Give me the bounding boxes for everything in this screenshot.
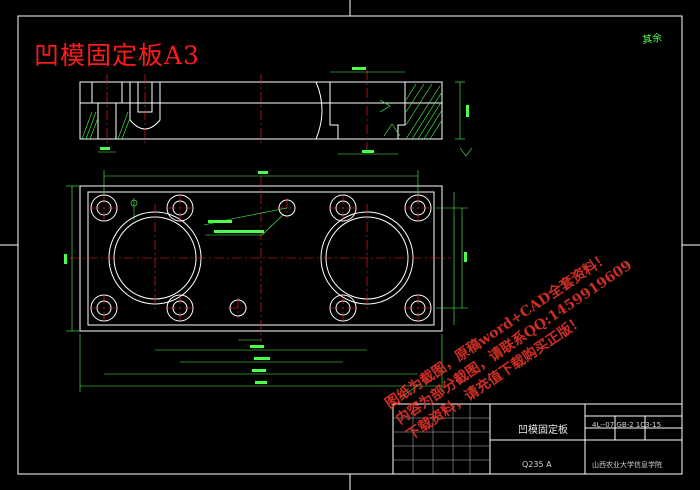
plan-centerlines bbox=[70, 176, 452, 342]
drawing-title: 凹模固定板A3 bbox=[34, 41, 200, 70]
title-block bbox=[392, 403, 683, 475]
plan-dimensions bbox=[66, 170, 468, 399]
title-block-material: Q235 A bbox=[522, 460, 552, 469]
title-block-grid bbox=[393, 404, 490, 474]
section-hatch bbox=[81, 83, 443, 140]
section-centerlines bbox=[106, 70, 368, 150]
title-block-note: 4L--07 GB-2 1C3-15 bbox=[592, 421, 662, 429]
title-block-part-name: 凹模固定板 bbox=[518, 425, 568, 436]
surface-finish-note: 其余 bbox=[641, 32, 663, 47]
drawing-border bbox=[17, 15, 683, 475]
section-dimensions bbox=[98, 71, 473, 157]
plan-dimension-marks bbox=[64, 67, 469, 384]
title-block-school: 山西农业大学信息学院 bbox=[592, 461, 662, 469]
